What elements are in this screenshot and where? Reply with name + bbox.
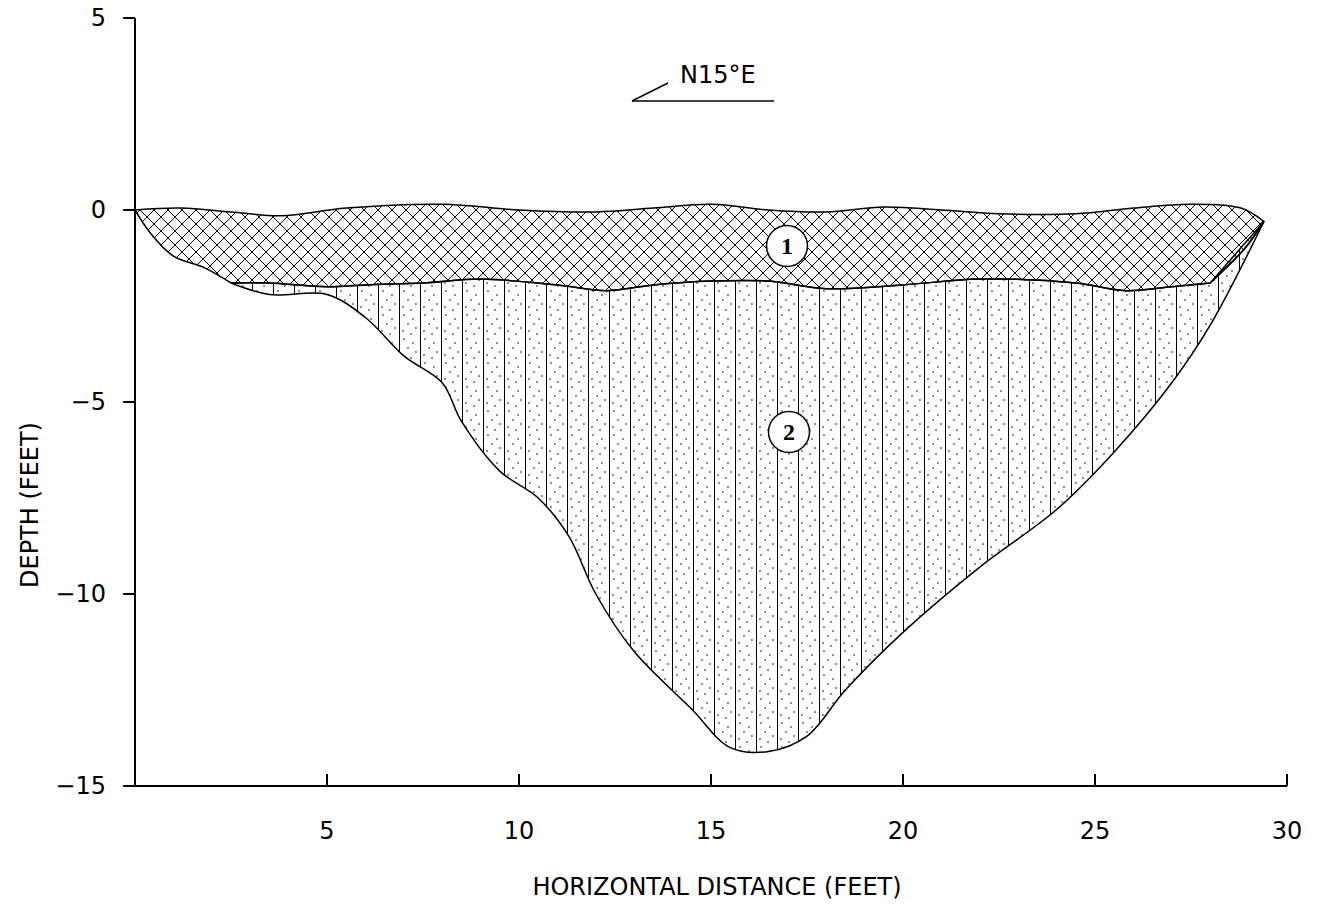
x-tick-label: 10 — [504, 819, 535, 843]
y-tick — [123, 209, 135, 211]
x-tick — [710, 774, 712, 786]
x-tick-label: 15 — [696, 819, 727, 843]
x-tick-label: 30 — [1272, 819, 1303, 843]
axis-title: DEPTH (FEET) — [18, 422, 42, 588]
orientation-label: N15°E — [680, 63, 756, 87]
y-tick-label: −5 — [71, 390, 106, 414]
x-tick-label: 20 — [888, 819, 919, 843]
layer-2 — [231, 222, 1264, 753]
y-tick-label: 0 — [91, 198, 106, 222]
callout-number: 2 — [767, 410, 811, 454]
callout-text: 1 — [765, 224, 809, 268]
x-tick — [1094, 774, 1096, 786]
callout-text: 2 — [767, 410, 811, 454]
x-tick-label: 5 — [319, 819, 334, 843]
y-tick — [123, 593, 135, 595]
x-tick — [902, 774, 904, 786]
y-tick — [123, 785, 135, 787]
x-tick — [326, 774, 328, 786]
y-tick-label: −10 — [55, 582, 106, 606]
y-tick-label: −15 — [55, 774, 106, 798]
y-tick — [123, 401, 135, 403]
x-tick-label: 25 — [1080, 819, 1111, 843]
layer-1 — [135, 204, 1264, 291]
x-tick — [1286, 774, 1288, 786]
callout-number: 1 — [765, 224, 809, 268]
y-tick — [123, 17, 135, 19]
axis-title: HORIZONTAL DISTANCE (FEET) — [532, 875, 901, 899]
x-tick — [518, 774, 520, 786]
y-tick-label: 5 — [91, 6, 106, 30]
